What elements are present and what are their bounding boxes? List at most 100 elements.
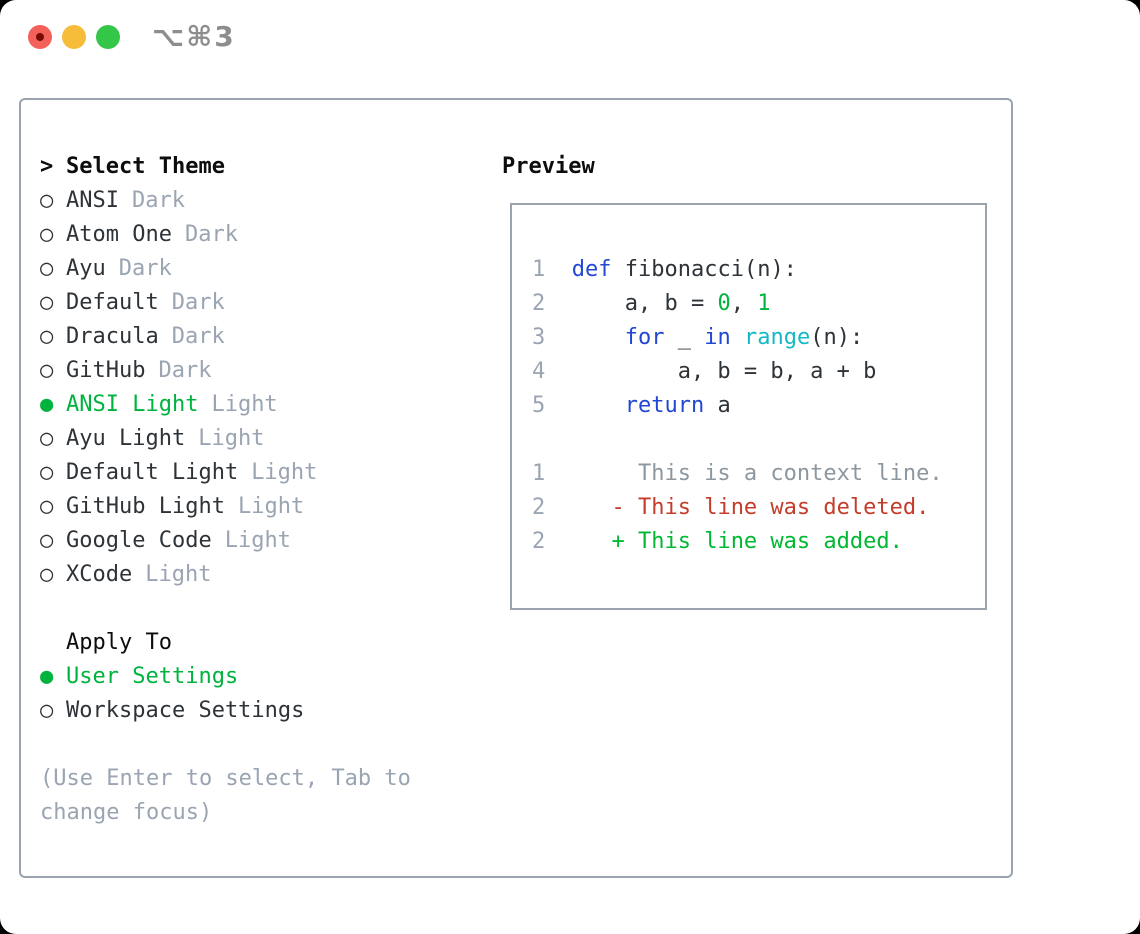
select-theme-title: Select Theme: [66, 154, 225, 179]
theme-option-tag: Light: [237, 494, 305, 519]
radio-icon: ○: [40, 528, 54, 553]
preview-line: 3 for _ in range(n):: [532, 321, 985, 355]
preview-segment-fg: (n):: [810, 325, 864, 350]
preview-segment-fg: [545, 495, 611, 520]
preview-title: Preview: [502, 154, 595, 179]
theme-option[interactable]: ○ GitHub Light Light: [40, 490, 495, 524]
theme-option-tag: Light: [251, 460, 318, 485]
theme-option-label: GitHub: [66, 358, 146, 383]
theme-option[interactable]: ○ Ayu Light Light: [40, 422, 495, 456]
preview-segment-ln: 1: [532, 257, 546, 282]
preview-line: 2 + This line was added.: [532, 525, 985, 559]
theme-option-tag: Light: [198, 426, 265, 451]
apply-to-section: Apply To ● User Settings ○ Workspace Settin…: [40, 626, 495, 728]
preview-segment-kw: return: [624, 393, 705, 418]
preview-segment-fg: [545, 257, 572, 282]
theme-option-label: GitHub Light: [66, 494, 225, 519]
preview-segment-fg: a, b =: [545, 291, 718, 316]
theme-option-label: ANSI: [66, 188, 119, 213]
preview-segment-lit: 1: [757, 291, 771, 316]
preview-segment-ln: 4: [532, 359, 546, 384]
preview-segment-ln: 2: [532, 495, 546, 520]
theme-option-tag: Dark: [118, 256, 172, 281]
apply-option[interactable]: ● User Settings: [40, 660, 495, 694]
minimize-button[interactable]: [62, 25, 86, 49]
apply-to-title: Apply To: [66, 630, 172, 655]
preview-segment-kw: for: [624, 325, 665, 350]
preview-segment-fg: [545, 325, 624, 350]
theme-option-tag: Dark: [184, 222, 238, 247]
theme-option-tag: Light: [145, 562, 212, 587]
apply-to-options: ● User Settings ○ Workspace Settings: [40, 660, 495, 728]
theme-option-tag: Dark: [171, 290, 225, 315]
theme-option[interactable]: ○ Google Code Light: [40, 524, 495, 558]
close-button[interactable]: [28, 25, 52, 49]
theme-option[interactable]: ○ Atom One Dark: [40, 218, 495, 252]
preview-line: 5 return a: [532, 389, 985, 423]
preview-segment-ln: 5: [532, 393, 546, 418]
apply-option[interactable]: ○ Workspace Settings: [40, 694, 495, 728]
keyboard-shortcut-label: ⌥⌘3: [152, 20, 236, 53]
preview-line: 4 a, b = b, a + b: [532, 355, 985, 389]
preview-segment-fg: _: [664, 325, 705, 350]
theme-option-label: ANSI Light: [66, 392, 199, 417]
preview-segment-fg: a, b = b, a + b: [545, 359, 877, 384]
radio-icon: ○: [40, 290, 54, 315]
radio-selected-icon: ●: [40, 664, 54, 689]
theme-option-label: Default Light: [66, 460, 239, 485]
apply-option-label: Workspace Settings: [66, 698, 305, 723]
theme-option-label: Dracula: [66, 324, 159, 349]
radio-icon: ○: [40, 188, 54, 213]
theme-option-tag: Light: [224, 528, 291, 553]
theme-option[interactable]: ○ Default Light Light: [40, 456, 495, 490]
preview-segment-ctx: This is a context line.: [545, 461, 943, 486]
radio-icon: ○: [40, 256, 54, 281]
theme-option-label: Ayu Light: [66, 426, 186, 451]
preview-segment-lit: 0: [717, 291, 731, 316]
preview-segment-fn: range: [743, 325, 811, 350]
theme-option-label: Atom One: [66, 222, 172, 247]
zoom-button[interactable]: [96, 25, 120, 49]
theme-option[interactable]: ○ Ayu Dark: [40, 252, 495, 286]
preview-line: [532, 423, 985, 457]
radio-icon: ○: [40, 460, 54, 485]
apply-to-header: Apply To: [40, 626, 495, 660]
preview-line: 2 a, b = 0, 1: [532, 287, 985, 321]
theme-option-label: Google Code: [66, 528, 212, 553]
preview-segment-kw: def: [571, 257, 612, 282]
preview-segment-fg: [731, 325, 744, 350]
select-theme-header: > Select Theme: [40, 150, 495, 184]
help-text: (Use Enter to select, Tab to change focu…: [40, 766, 411, 825]
radio-icon: ○: [40, 222, 54, 247]
preview-segment-ln: 1: [532, 461, 546, 486]
preview-segment-fg: [545, 393, 624, 418]
preview-segment-ln: 2: [532, 291, 546, 316]
radio-icon: ○: [40, 324, 54, 349]
apply-option-label: User Settings: [66, 664, 239, 689]
preview-segment-fg: ,: [730, 291, 758, 316]
preview-segment-del: - This line was deleted.: [611, 495, 930, 520]
preview-segment-ln: 3: [532, 325, 546, 350]
radio-icon: ○: [40, 426, 54, 451]
preview-segment-add: + This line was added.: [611, 529, 903, 554]
close-button-dot-icon: [36, 33, 44, 41]
titlebar: ⌥⌘3: [0, 0, 1140, 72]
focus-caret-icon: >: [40, 154, 54, 179]
preview-segment-kw: in: [704, 325, 731, 350]
radio-icon: ○: [40, 698, 54, 723]
radio-icon: ○: [40, 494, 54, 519]
preview-segment-fg: fibonacci(n):: [611, 257, 797, 282]
theme-option-label: Ayu: [66, 256, 106, 281]
